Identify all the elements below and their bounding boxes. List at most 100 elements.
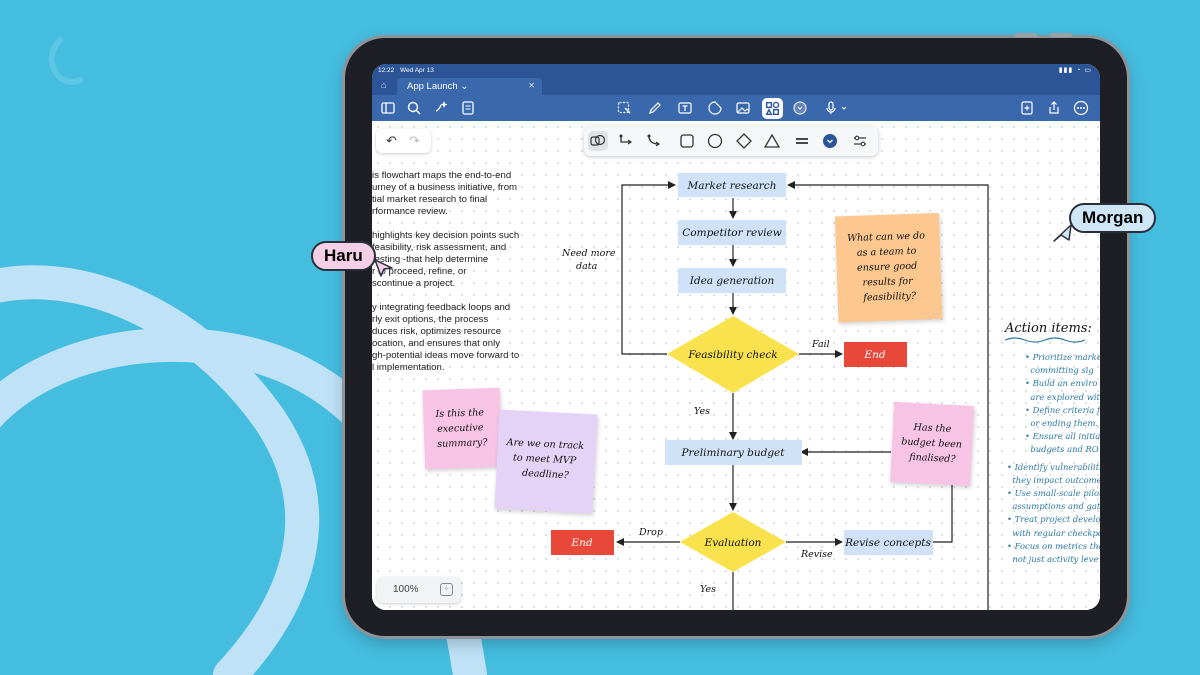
- connector-curve-icon[interactable]: [644, 131, 664, 151]
- svg-text:End: End: [863, 349, 885, 361]
- description-paragraph: is flowchart maps the end-to-end urney o…: [372, 170, 518, 217]
- svg-text:Market research: Market research: [687, 180, 777, 192]
- need-more-data-label: Need more: [561, 248, 616, 259]
- page-list-icon[interactable]: [459, 99, 477, 117]
- camera-dot-3: [1110, 372, 1118, 380]
- svg-text:Idea generation: Idea generation: [689, 275, 775, 287]
- list-item: committing sig: [1030, 365, 1094, 376]
- list-item: budgets and RO: [1030, 444, 1099, 455]
- svg-text:Competitor review: Competitor review: [682, 227, 781, 239]
- list-item: are explored wit: [1030, 391, 1100, 402]
- list-item: • Treat project develop: [1007, 514, 1100, 525]
- cursor-name: Haru: [324, 246, 363, 265]
- list-item: • Build an enviro: [1025, 378, 1098, 389]
- action-sub-list: • Prioritize marke committing sig • Buil…: [1025, 351, 1100, 457]
- line-weight-icon[interactable]: [792, 131, 812, 151]
- ai-sparkle-icon[interactable]: [432, 99, 450, 117]
- node-preliminary-budget[interactable]: Preliminary budget: [665, 440, 802, 465]
- list-item: with regular checkpoi: [1012, 527, 1100, 538]
- fail-label: Fail: [811, 339, 830, 350]
- title-underline: [1005, 337, 1085, 343]
- undo-redo-controls: ↶ ↷: [376, 129, 431, 153]
- sticky-note-purple[interactable]: Are we on track to meet MVP deadline?: [494, 409, 598, 514]
- color-dot-icon[interactable]: [791, 99, 809, 117]
- node-evaluation[interactable]: Evaluation: [680, 512, 786, 572]
- sticker-icon[interactable]: [706, 99, 724, 117]
- cursor-label-haru: Haru: [311, 241, 376, 271]
- app-screen: 12:22 Wed Apr 13 ▮▮▮ ◔ ▭ ⌂ App Launch ⌄ …: [372, 64, 1100, 610]
- yes-label: Yes: [694, 406, 710, 417]
- node-end-drop[interactable]: End: [551, 530, 614, 555]
- status-date: Wed Apr 13: [400, 67, 434, 74]
- pen-icon[interactable]: [646, 99, 664, 117]
- status-time: 12:22: [378, 67, 395, 74]
- svg-text:Are we on track to mee: Are we on track to meet MVP deadline?: [504, 437, 588, 482]
- text-box-icon[interactable]: [676, 99, 694, 117]
- node-feasibility-check[interactable]: Feasibility check: [667, 316, 799, 393]
- list-item: • Identify vulnerabilitie: [1007, 461, 1100, 472]
- diamond-icon[interactable]: [734, 131, 754, 151]
- action-items-title: Action items:: [1005, 321, 1092, 336]
- description-paragraph: y integrating feedback loops and rly exi…: [372, 302, 520, 373]
- list-item: • Define criteria f: [1025, 404, 1100, 415]
- svg-text:Evaluation: Evaluation: [704, 537, 762, 549]
- main-toolbar: [372, 95, 1100, 121]
- list-item: assumptions and gat: [1012, 501, 1100, 512]
- battery-wifi-icon: ▮▮▮ ◔ ▭: [1058, 67, 1092, 74]
- camera-dot: [1110, 295, 1118, 303]
- action-list: • Identify vulnerabilitie they impact ou…: [1007, 461, 1100, 567]
- sticky-note-pink-right[interactable]: Has the budget been finalised?: [890, 401, 975, 486]
- share-icon[interactable]: [1045, 99, 1063, 117]
- sidebar-icon[interactable]: [379, 99, 397, 117]
- svg-text:Revise concepts: Revise concepts: [844, 537, 931, 549]
- shape-recognition-icon[interactable]: [588, 131, 608, 151]
- lasso-icon[interactable]: [615, 99, 633, 117]
- microphone-icon[interactable]: [822, 99, 852, 117]
- grid-toggle-icon[interactable]: ⁘: [440, 583, 453, 596]
- node-end-fail[interactable]: End: [844, 342, 907, 367]
- camera-dot-2: [1110, 350, 1118, 358]
- redo-icon[interactable]: ↷: [409, 133, 420, 148]
- image-icon[interactable]: [734, 99, 752, 117]
- list-item: or ending them.: [1030, 418, 1099, 429]
- shapes-icon[interactable]: [762, 98, 783, 119]
- node-revise-concepts[interactable]: Revise concepts: [844, 530, 933, 555]
- revise-label: Revise: [800, 549, 833, 560]
- connector-elbow-icon[interactable]: [616, 131, 636, 151]
- node-idea-generation[interactable]: Idea generation: [678, 268, 786, 293]
- node-market-research[interactable]: Market research: [678, 173, 786, 197]
- sticky-note-orange[interactable]: What can we do as a team to ensure good …: [834, 212, 943, 323]
- svg-text:Preliminary budget: Preliminary budget: [680, 447, 785, 459]
- need-more-data-label-2: data: [576, 261, 598, 272]
- sticky-note-pink-left[interactable]: Is this the executive summary?: [422, 387, 503, 470]
- settings-sliders-icon[interactable]: [850, 131, 870, 151]
- shape-toolbar: [584, 126, 878, 156]
- flowchart: Market research Competitor review Idea g…: [422, 173, 989, 610]
- svg-text:End: End: [570, 537, 592, 549]
- svg-text:Is this the executive: Is this the executive summary?: [434, 407, 488, 450]
- undo-icon[interactable]: ↶: [386, 133, 397, 148]
- cursor-arrow-icon: [1053, 224, 1072, 242]
- circle-icon[interactable]: [705, 131, 725, 151]
- list-item: • Use small-scale pilots: [1007, 488, 1100, 499]
- color-picker-icon[interactable]: [820, 131, 840, 151]
- cursor-label-morgan: Morgan: [1069, 203, 1157, 233]
- tab-title: App Launch ⌄: [407, 81, 469, 92]
- list-item: • Prioritize marke: [1025, 352, 1100, 362]
- close-icon[interactable]: ✕: [528, 81, 535, 90]
- status-bar: 12:22 Wed Apr 13 ▮▮▮ ◔ ▭: [372, 64, 1100, 77]
- list-item: not just activity leve: [1012, 554, 1099, 565]
- home-icon[interactable]: ⌂: [381, 80, 387, 90]
- node-competitor-review[interactable]: Competitor review: [678, 220, 786, 245]
- square-icon[interactable]: [677, 131, 697, 151]
- tab-app-launch[interactable]: App Launch ⌄ ✕: [397, 78, 542, 95]
- action-items: Action items: • Prioritize marke committ…: [1005, 321, 1100, 566]
- add-page-icon[interactable]: [1018, 99, 1036, 117]
- triangle-icon[interactable]: [762, 131, 782, 151]
- description-text: is flowchart maps the end-to-end urney o…: [372, 170, 532, 386]
- zoom-control[interactable]: 100% ⁘: [377, 577, 461, 603]
- search-icon[interactable]: [405, 99, 423, 117]
- svg-text:What can we do as a te: What can we do as a team to ensure good …: [847, 230, 930, 304]
- more-icon[interactable]: [1072, 99, 1090, 117]
- svg-text:Has the budget been: Has the budget been finalised?: [900, 421, 966, 465]
